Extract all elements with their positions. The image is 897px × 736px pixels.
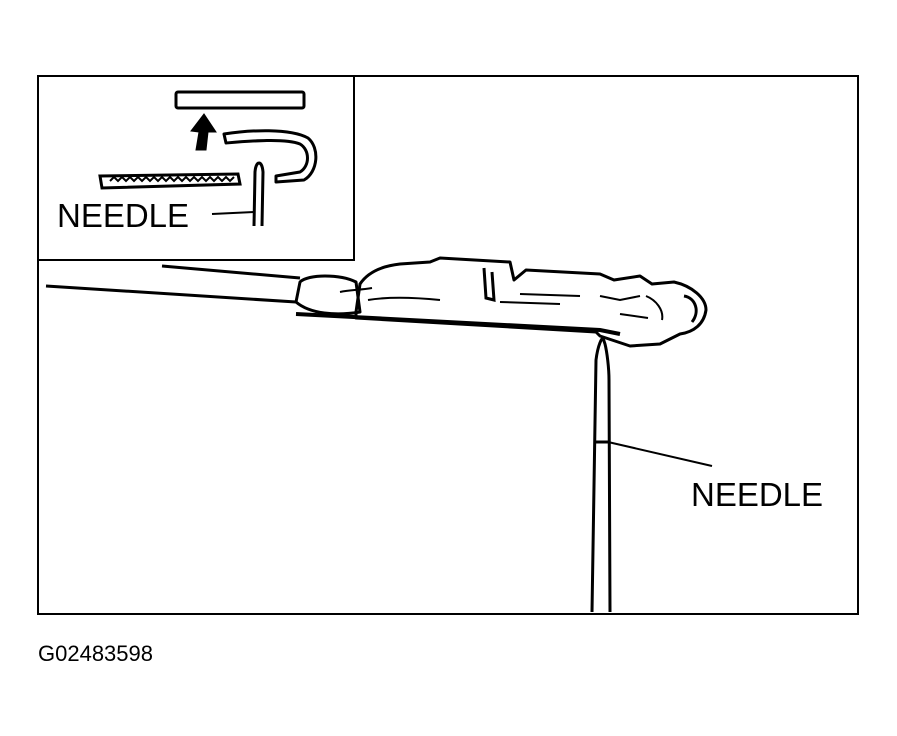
main-needle-label: NEEDLE: [691, 476, 824, 513]
needle: [590, 336, 612, 613]
terminal-body: [354, 256, 708, 348]
inset-hook-lance: [222, 129, 318, 184]
main-leader-line: [607, 441, 713, 467]
inset-arrow-icon: [190, 113, 217, 151]
inset-needle-label: NEEDLE: [57, 197, 190, 234]
terminal-contact-end: [683, 294, 698, 323]
inset-leader-line: [211, 211, 255, 215]
inset-detail: [98, 90, 318, 227]
wire-upper: [161, 264, 301, 280]
terminal-inner-lines: [499, 293, 664, 321]
terminal-crimp-detail: [339, 287, 441, 301]
terminal-tab: [482, 267, 496, 302]
inset-top-plate: [174, 90, 306, 110]
figure-code: G02483598: [38, 641, 153, 666]
inset-needle: [252, 161, 265, 227]
outer-frame: [37, 75, 859, 615]
inset-terminal-body: [98, 172, 242, 190]
connector-bottom-edge: [295, 312, 621, 336]
inset-terminal-serration: [109, 175, 235, 183]
wire-sleeve: [294, 274, 362, 316]
inset-frame: [37, 75, 355, 261]
main-detail: [45, 256, 713, 613]
wire: [45, 284, 297, 304]
